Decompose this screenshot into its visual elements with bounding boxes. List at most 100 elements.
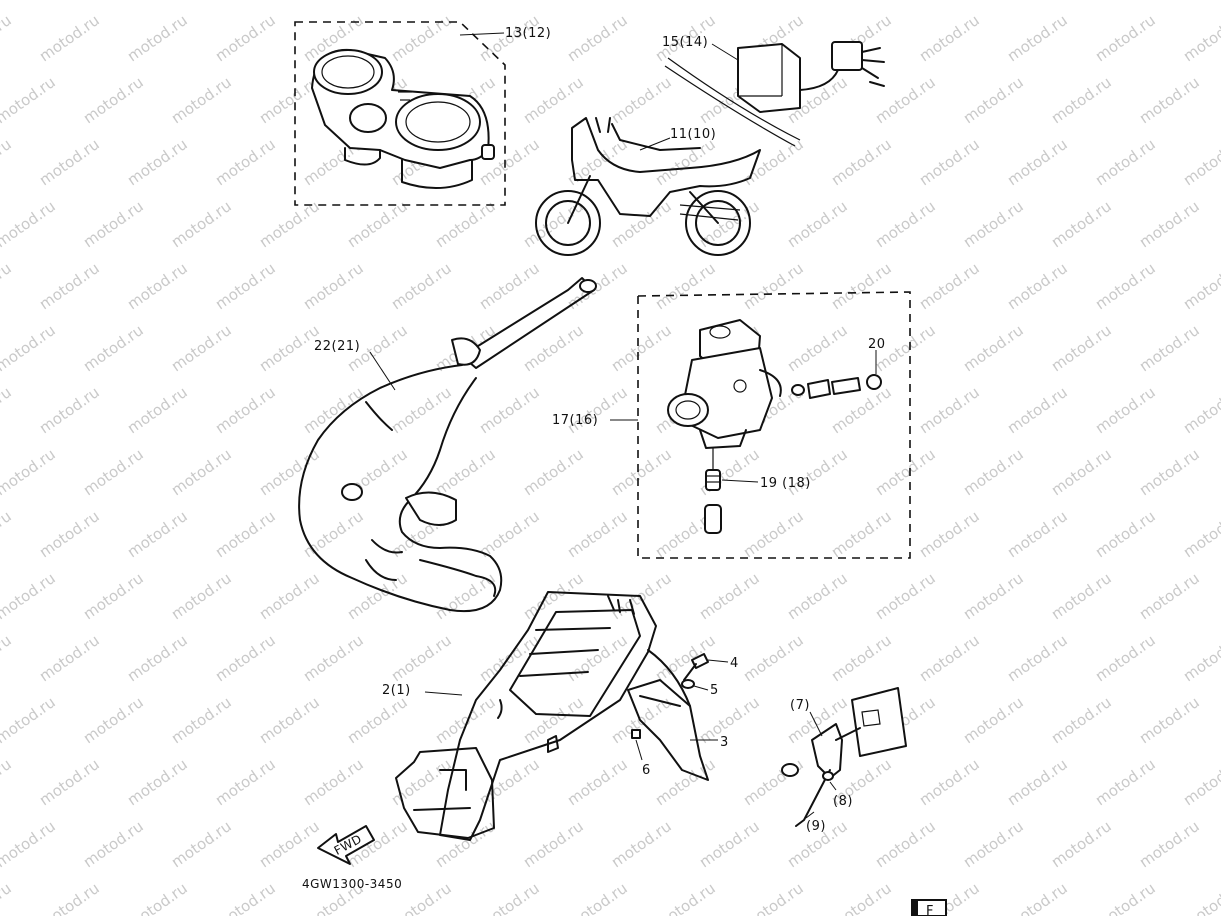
callout-11: 11(10): [670, 127, 716, 142]
watermark-text: motod.ru: [916, 631, 983, 685]
watermark-text: motod.ru: [1048, 197, 1115, 251]
watermark-text: motod.ru: [256, 445, 323, 499]
watermark-text: motod.ru: [36, 507, 103, 561]
watermark-text: motod.ru: [212, 135, 279, 189]
watermark-text: motod.ru: [432, 693, 499, 747]
watermark-text: motod.ru: [124, 11, 191, 65]
watermark-text: motod.ru: [0, 0, 59, 3]
watermark-text: motod.ru: [212, 383, 279, 437]
watermark-text: motod.ru: [872, 73, 939, 127]
watermark-text: motod.ru: [872, 197, 939, 251]
watermark-text: motod.ru: [520, 321, 587, 375]
watermark-text: motod.ru: [432, 569, 499, 623]
watermark-text: motod.ru: [36, 383, 103, 437]
watermark-text: motod.ru: [740, 135, 807, 189]
watermark-text: motod.ru: [740, 631, 807, 685]
watermark-text: motod.ru: [1004, 135, 1071, 189]
watermark-text: motod.ru: [124, 135, 191, 189]
watermark-text: motod.ru: [212, 507, 279, 561]
watermark-text: motod.ru: [1136, 569, 1203, 623]
watermark-text: motod.ru: [0, 569, 59, 623]
watermark-text: motod.ru: [960, 321, 1027, 375]
watermark-text: motod.ru: [124, 879, 191, 916]
watermark-text: motod.ru: [520, 0, 587, 3]
watermark-text: motod.ru: [740, 507, 807, 561]
watermark-text: motod.ru: [80, 197, 147, 251]
watermark-text: motod.ru: [256, 321, 323, 375]
watermark-text: motod.ru: [1180, 135, 1221, 189]
bolt-part: 4: [683, 653, 738, 681]
watermark-text: motod.ru: [0, 383, 15, 437]
watermark-text: motod.ru: [1092, 135, 1159, 189]
watermark-text: motod.ru: [388, 631, 455, 685]
watermark-text: motod.ru: [872, 445, 939, 499]
watermark-text: motod.ru: [564, 135, 631, 189]
watermark-text: motod.ru: [300, 507, 367, 561]
watermark-text: motod.ru: [80, 321, 147, 375]
watermark-text: motod.ru: [476, 879, 543, 916]
watermark-text: motod.ru: [0, 135, 15, 189]
watermark-text: motod.ru: [36, 755, 103, 809]
watermark-text: motod.ru: [168, 321, 235, 375]
watermark-text: motod.ru: [828, 259, 895, 313]
watermark-text: motod.ru: [36, 11, 103, 65]
callout-20: 20: [868, 337, 886, 352]
rear-fender-part: 2(1): [382, 591, 657, 841]
watermark-text: motod.ru: [388, 11, 455, 65]
watermark-text: motod.ru: [652, 879, 719, 916]
watermark-text: motod.ru: [608, 0, 675, 3]
watermark-text: motod.ru: [1180, 879, 1221, 916]
carburetor-group: 17(16) 20 19 (18): [552, 291, 911, 559]
watermark-text: motod.ru: [168, 73, 235, 127]
watermark-text: motod.ru: [168, 197, 235, 251]
watermark-text: motod.ru: [1004, 259, 1071, 313]
watermark-text: motod.ru: [124, 383, 191, 437]
watermark-text: motod.ru: [168, 445, 235, 499]
watermark-text: motod.ru: [960, 445, 1027, 499]
watermark-text: motod.ru: [80, 0, 147, 3]
watermark-text: motod.ru: [608, 569, 675, 623]
watermark-text: motod.ru: [344, 693, 411, 747]
watermark-text: motod.ru: [0, 817, 59, 871]
watermark-text: motod.ru: [784, 569, 851, 623]
watermark-text: motod.ru: [916, 11, 983, 65]
watermark-text: motod.ru: [696, 817, 763, 871]
watermark-text: motod.ru: [36, 879, 103, 916]
jet-needle-part: [791, 374, 882, 399]
watermark-text: motod.ru: [1004, 755, 1071, 809]
plate-bracket-group: (7) (8) (9): [781, 687, 907, 834]
watermark-text: motod.ru: [520, 445, 587, 499]
watermark-text: motod.ru: [1092, 879, 1159, 916]
watermark-text: motod.ru: [0, 11, 15, 65]
watermark-text: motod.ru: [388, 259, 455, 313]
watermark-text: motod.ru: [1092, 507, 1159, 561]
callout-17: 17(16): [552, 413, 598, 428]
watermark-text: motod.ru: [608, 445, 675, 499]
watermark-text: motod.ru: [0, 879, 15, 916]
watermark-text: motod.ru: [696, 693, 763, 747]
watermark-text: motod.ru: [1048, 817, 1115, 871]
callout-7: (7): [790, 698, 810, 713]
watermark-text: motod.ru: [960, 197, 1027, 251]
watermark-text: motod.ru: [960, 569, 1027, 623]
watermark-text: motod.ru: [124, 507, 191, 561]
watermark-text: motod.ru: [1004, 11, 1071, 65]
diagram-code: 4GW1300-3450: [302, 877, 402, 891]
watermark-text: motod.ru: [0, 445, 59, 499]
watermark-text: motod.ru: [1048, 0, 1115, 3]
callout-6: 6: [642, 763, 651, 778]
watermark-text: motod.ru: [0, 321, 59, 375]
watermark-text: motod.ru: [960, 73, 1027, 127]
watermark-text: motod.ru: [212, 631, 279, 685]
watermark-text: motod.ru: [696, 569, 763, 623]
watermark-text: motod.ru: [564, 383, 631, 437]
wire-harness-group: 15(14): [662, 35, 885, 147]
main-jet-part: [704, 448, 722, 534]
meter-assembly-part: [311, 48, 495, 190]
watermark-text: motod.ru: [1180, 755, 1221, 809]
watermark-text: motod.ru: [916, 135, 983, 189]
watermark-text: motod.ru: [0, 631, 15, 685]
watermark-text: motod.ru: [1180, 507, 1221, 561]
watermark-text: motod.ru: [608, 817, 675, 871]
